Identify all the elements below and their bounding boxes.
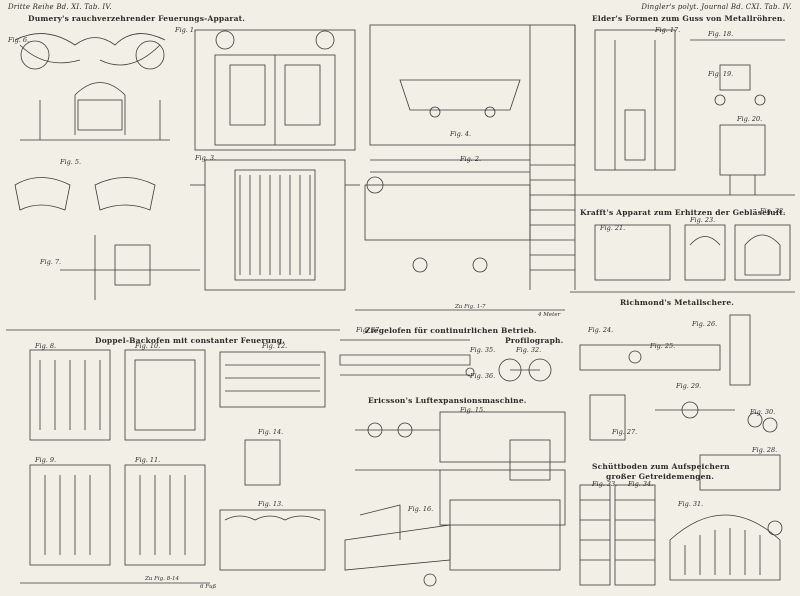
fig-label-30: Fig. 30. [750,408,776,416]
fig3-furnace-front [190,159,360,291]
title-dumery: Dumery's rauchverzehrender Feuerungs-App… [28,14,246,23]
fig31-machine-drawing [669,514,783,581]
fig-label-14: Fig. 14. [258,428,284,436]
fig-label-15: Fig. 15. [460,406,486,414]
fig-label-33: Fig. 33. [592,480,618,488]
richmond-shears-drawing [579,314,781,491]
backofen-plans-drawing [20,349,210,584]
fig-label-17: Fig. 17. [655,26,681,34]
fig6-fig7-section [14,177,200,300]
fig-label-18: Fig. 18. [708,30,734,38]
fig-label-19: Fig. 19. [708,70,734,78]
fig-label-35: Fig. 35. [470,346,496,354]
fig-label-9: Fig. 9. [35,456,57,464]
fig-label-13: Fig. 13. [258,500,284,508]
scale-label-4: 6 Fuß [200,584,217,590]
fig-label-28: Fig. 28. [752,446,778,454]
oven-detail-drawing [219,351,326,571]
profilograph-drawing [498,358,552,382]
fig-label-23: Fig. 23. [690,216,716,224]
scale-label-3: Zu Fig. 8-14 [145,576,180,582]
scale-label-1: Zu Fig. 1-7 [455,304,486,310]
scale-label-2: 4 Meter [538,312,561,318]
title-schuettboden-1: Schüttboden zum Aufspeichern [592,462,730,471]
ziegelofen-drawing [339,339,475,377]
fig-label-36: Fig. 36. [470,372,496,380]
brick-wall-drawing [355,24,576,311]
fig-label-11: Fig. 11. [135,456,161,464]
title-profilograph: Profilograph. [505,336,564,345]
fig-label-7: Fig. 7. [40,258,62,266]
fig-label-27: Fig. 27. [612,428,638,436]
ericsson-engine-drawing [344,411,566,587]
fig-label-32: Fig. 32. [516,346,542,354]
fig-label-12: Fig. 12. [262,342,288,350]
title-elder: Elder's Formen zum Guss von Metallröhren… [592,14,786,23]
fig-label-20: Fig. 20. [737,115,763,123]
fig-label-5: Fig. 5. [60,158,82,166]
title-richmond: Richmond's Metallschere. [620,298,735,307]
fig-label-1: Fig. 1. [175,26,197,34]
fig-label-2: Fig. 2. [460,155,482,163]
fig-label-16: Fig. 16. [408,505,434,513]
header-left: Dritte Reihe Bd. XI. Tab. IV. [8,3,112,11]
fig-label-21: Fig. 21. [600,224,626,232]
fig-label-37: Fig. 37. [356,326,382,334]
fig-label-25: Fig. 25. [650,342,676,350]
fig-label-29: Fig. 29. [676,382,702,390]
elder-moulds-drawing [594,29,785,195]
title-ericsson: Ericsson's Luftexpansionsmaschine. [368,396,527,405]
title-schuettboden-2: großer Getreidemengen. [606,472,715,481]
title-krafft: Krafft's Apparat zum Erhitzen der Gebläs… [580,208,786,217]
fig-label-34: Fig. 34. [628,480,654,488]
fig-label-31: Fig. 31. [678,500,704,508]
fig-label-24: Fig. 24. [588,326,614,334]
fig-label-4: Fig. 4. [450,130,472,138]
fig-label-10: Fig. 10. [135,342,161,350]
schuettboden-drawing [579,484,656,586]
fig-label-22: Fig. 22. [760,207,786,215]
header-right: Dingler's polyt. Journal Bd. CXI. Tab. I… [641,3,792,11]
title-ziegelofen: Ziegelofen für continuirlichen Betrieb. [365,326,537,335]
fig2-boiler-drawing [194,29,356,151]
fig-label-26: Fig. 26. [692,320,718,328]
fig-label-6: Fig. 6. [8,36,30,44]
fig-label-8: Fig. 8. [35,342,57,350]
fig1-furnace-drawing [14,33,170,141]
krafft-apparatus-drawing [594,224,791,281]
fig-label-3: Fig. 3. [195,154,217,162]
title-backofen: Doppel-Backofen mit constanter Feuerung. [95,336,286,345]
